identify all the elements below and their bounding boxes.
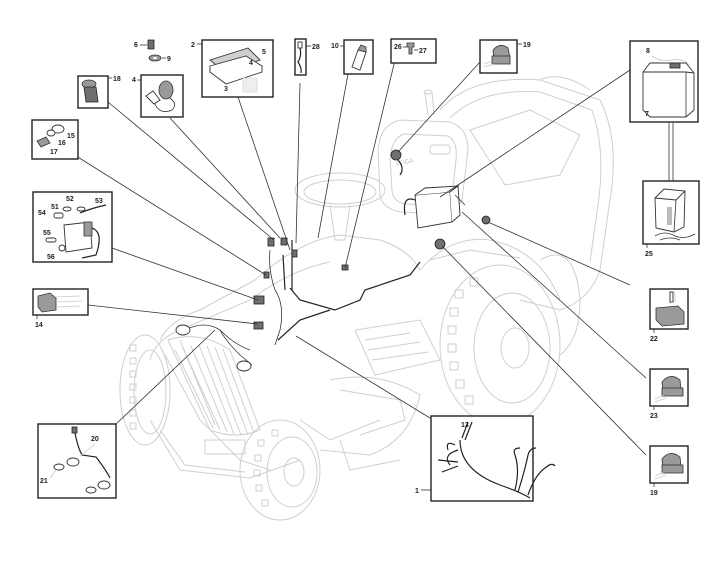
part-label-8: 8 xyxy=(646,48,650,55)
part-label-55: 55 xyxy=(43,230,51,237)
part-label-15: 15 xyxy=(67,133,75,140)
part-label-23: 23 xyxy=(650,413,658,420)
callout-19-top[interactable]: 19 xyxy=(479,39,531,74)
part-label-20: 20 xyxy=(91,436,99,443)
callout-51-56[interactable]: 52 53 51 54 55 56 xyxy=(32,191,113,263)
callout-4[interactable]: 4 xyxy=(132,74,184,118)
part-label-25: 25 xyxy=(645,251,653,258)
part-label-1: 1 xyxy=(415,488,419,495)
part-label-4-inner: 4 xyxy=(249,60,253,67)
callout-2-3-5[interactable]: 2 5 4 3 xyxy=(191,39,274,98)
callout-15-16-17[interactable]: 15 16 17 xyxy=(31,119,79,160)
part-label-5: 5 xyxy=(262,49,266,56)
part-label-7: 7 xyxy=(645,111,649,118)
callout-1-13[interactable]: 1 13 xyxy=(415,415,556,502)
seat-brand-logo: STIGA xyxy=(395,158,414,168)
callout-26-27[interactable]: 26 27 xyxy=(390,38,437,64)
part-label-52: 52 xyxy=(66,196,74,203)
part-label-27: 27 xyxy=(419,48,427,55)
part-label-28: 28 xyxy=(312,44,320,51)
part-label-22: 22 xyxy=(650,336,658,343)
callout-19-bottom[interactable]: 19 xyxy=(649,445,689,497)
part-label-17: 17 xyxy=(50,149,58,156)
part-label-9: 9 xyxy=(167,56,171,63)
part-label-2: 2 xyxy=(191,42,195,49)
part-label-14: 14 xyxy=(35,322,43,329)
callout-22[interactable]: 22 xyxy=(649,288,689,343)
part-label-53: 53 xyxy=(95,198,103,205)
callout-25[interactable]: 25 xyxy=(642,180,700,258)
callout-6-9[interactable]: 6 9 xyxy=(134,39,171,63)
part-label-51: 51 xyxy=(51,204,59,211)
leader-lines xyxy=(56,59,674,456)
part-label-4: 4 xyxy=(132,77,136,84)
part-label-10: 10 xyxy=(331,43,339,50)
part-label-18: 18 xyxy=(113,76,121,83)
callout-18[interactable]: 18 xyxy=(77,75,121,109)
callout-7-8[interactable]: 8 7 xyxy=(629,40,699,123)
part-label-56: 56 xyxy=(47,254,55,261)
part-label-19-top: 19 xyxy=(523,42,531,49)
callout-10[interactable]: 10 xyxy=(331,39,374,75)
part-label-26: 26 xyxy=(394,44,402,51)
callout-28[interactable]: 28 xyxy=(294,38,320,76)
callout-14[interactable]: 14 xyxy=(32,288,89,329)
part-label-3: 3 xyxy=(224,86,228,93)
part-label-21: 21 xyxy=(40,478,48,485)
callout-23[interactable]: 23 xyxy=(649,368,689,420)
wiring-harness-installed xyxy=(175,149,491,372)
tractor-outline xyxy=(119,76,614,521)
part-label-13: 13 xyxy=(461,422,469,429)
callout-20-21[interactable]: 20 21 xyxy=(37,423,117,499)
part-label-19-bottom: 19 xyxy=(650,490,658,497)
part-label-16: 16 xyxy=(58,140,66,147)
part-label-54: 54 xyxy=(38,210,46,217)
part-label-6: 6 xyxy=(134,42,138,49)
